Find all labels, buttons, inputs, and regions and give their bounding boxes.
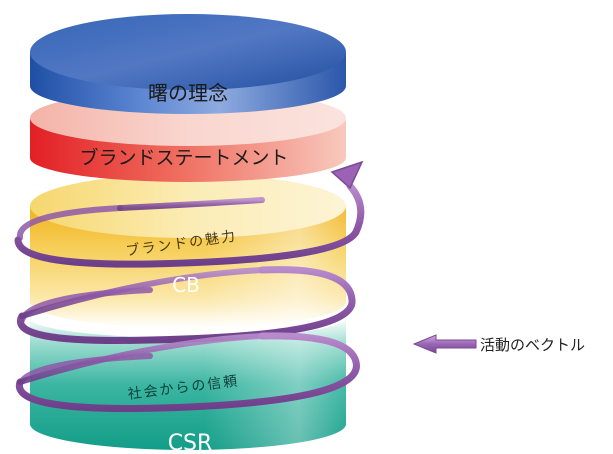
- csr-layer: [30, 298, 346, 450]
- spiral-arrowhead-icon: [330, 160, 364, 190]
- philosophy-label: 曙の理念: [148, 81, 228, 105]
- statement-label: ブランドステートメント: [79, 146, 288, 169]
- left-arrow-icon: [412, 334, 477, 354]
- cb-label: CB: [172, 273, 200, 297]
- csr-label: CSR: [168, 431, 213, 454]
- philosophy-layer: [30, 14, 346, 114]
- legend-label: 活動のベクトル: [480, 335, 586, 354]
- activity-spiral: [14, 182, 365, 412]
- legend: 活動のベクトル: [412, 333, 585, 355]
